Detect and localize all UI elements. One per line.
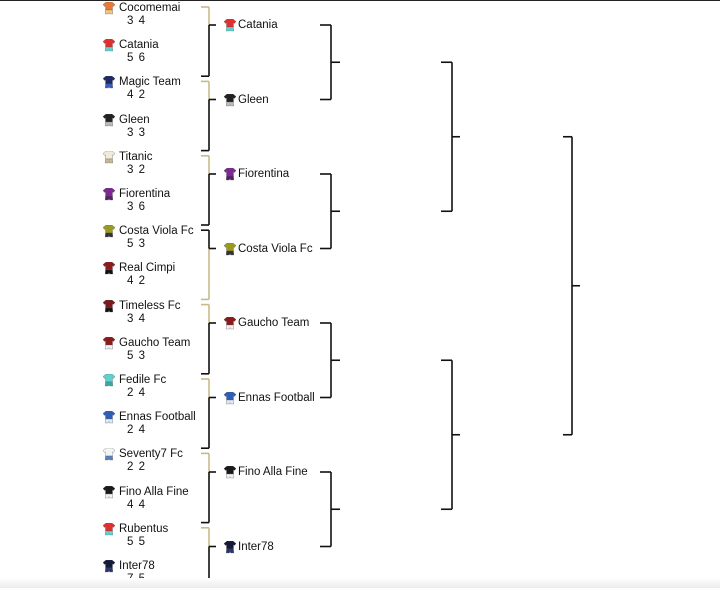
team-name: Ennas Football <box>238 391 315 404</box>
team-name: Magic Team <box>119 76 181 89</box>
team-score: 4 4 <box>127 498 145 511</box>
team-name: Costa Viola Fc <box>119 225 194 238</box>
aqua-kit-icon <box>103 374 115 387</box>
team-name: Catania <box>119 39 159 52</box>
team-name: Gaucho Team <box>238 317 310 329</box>
team-name: Rubentus <box>119 522 169 535</box>
darkred-kit-icon <box>103 336 115 349</box>
final-connectors <box>563 135 580 436</box>
team-name: Real Cimpi <box>119 262 176 275</box>
red-cyan-kit-icon <box>103 522 115 535</box>
team-name: Timeless Fc <box>119 299 181 312</box>
team-name: Fiorentina <box>238 168 290 180</box>
team-score: 5 3 <box>127 349 145 362</box>
darkred-kit-icon <box>224 317 236 330</box>
team-score: 3 2 <box>127 163 145 176</box>
white-stripe-kit-icon <box>103 448 115 461</box>
team-score: 3 6 <box>127 201 145 213</box>
round1-connectors <box>201 6 216 588</box>
olive-kit-icon <box>103 225 115 238</box>
team-score: 5 3 <box>127 238 145 251</box>
team-name: Fino Alla Fine <box>238 466 308 478</box>
maroon-black-kit-icon <box>103 262 115 275</box>
team-name: Gleen <box>238 93 269 106</box>
team-name: Catania <box>238 19 278 31</box>
team-name: Costa Viola Fc <box>238 242 313 255</box>
team-name: Fino Alla Fine <box>119 485 189 498</box>
black-grey-kit-icon <box>224 93 236 106</box>
team-name: Gleen <box>119 113 150 126</box>
team-score: 2 4 <box>127 387 145 399</box>
team-name: Fiorentina <box>119 188 171 200</box>
team-name: Gaucho Team <box>119 336 191 349</box>
maroon-black-kit-icon <box>103 299 115 312</box>
team-name: Seventy7 Fc <box>119 448 183 461</box>
black-white-kit-icon <box>224 466 236 479</box>
semifinal-connectors <box>441 61 460 511</box>
team-name: Titanic <box>119 150 153 163</box>
team-score: 3 4 <box>127 15 145 27</box>
navy-kit-icon <box>224 540 236 553</box>
black-white-kit-icon <box>103 485 115 498</box>
team-name: Ennas Football <box>119 411 196 424</box>
purple-kit-icon <box>103 188 115 201</box>
navy-kit-icon <box>103 560 115 573</box>
purple-kit-icon <box>224 168 236 181</box>
quarterfinal-connectors <box>320 24 340 548</box>
team-score: 3 3 <box>127 126 145 139</box>
blue-white-kit-icon <box>103 411 115 424</box>
team-score: 5 6 <box>127 52 145 65</box>
team-score: 4 2 <box>127 275 145 288</box>
team-name: Inter78 <box>238 540 274 553</box>
olive-kit-icon <box>224 242 236 255</box>
team-name: Inter78 <box>119 560 155 572</box>
black-grey-kit-icon <box>103 113 115 126</box>
team-score: 2 2 <box>127 461 145 474</box>
team-name: Fedile Fc <box>119 374 167 386</box>
striped-orange-kit-icon <box>103 2 115 15</box>
team-name: Cocomemai <box>119 2 181 14</box>
red-cyan-kit-icon <box>224 19 236 32</box>
top-border <box>0 0 720 1</box>
red-cyan-kit-icon <box>103 39 115 52</box>
team-score: 2 4 <box>127 424 145 437</box>
blue-white-kit-icon <box>224 391 236 404</box>
bottom-edge <box>0 578 720 588</box>
navy-blue-kit-icon <box>103 76 115 89</box>
cream-kit-icon <box>103 150 115 163</box>
team-score: 3 4 <box>127 312 145 325</box>
team-score: 4 2 <box>127 89 145 102</box>
team-score: 5 5 <box>127 535 145 548</box>
